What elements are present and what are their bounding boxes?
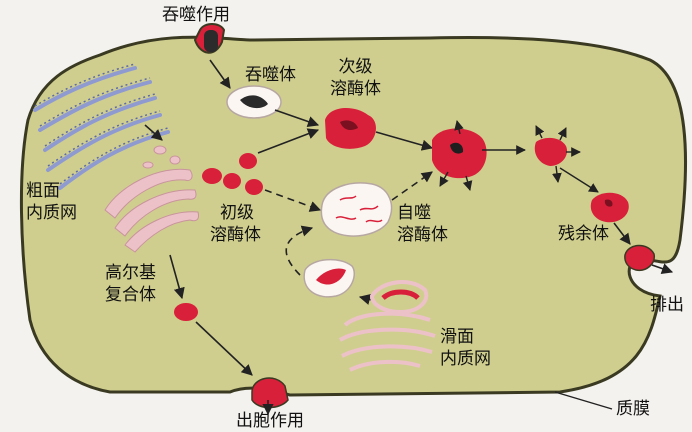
label-golgi: 高尔基 复合体 (105, 262, 156, 306)
label-phagocytosis: 吞噬作用 (162, 4, 230, 26)
label-exocytosis: 出胞作用 (236, 410, 304, 432)
label-secondary-lysosome: 次级 溶酶体 (330, 56, 381, 100)
engulfing-vesicle (304, 260, 354, 297)
secretory-vesicle (174, 303, 198, 321)
digesting-lysosome (432, 128, 487, 178)
phagosome (227, 86, 281, 118)
label-residual-body: 残余体 (558, 223, 609, 245)
label-excretion: 排出 (650, 294, 684, 316)
label-plasma-membrane: 质膜 (616, 398, 650, 420)
label-phagosome: 吞噬体 (245, 64, 296, 86)
autophagosome (321, 183, 391, 236)
excretion-site (625, 245, 654, 270)
exocytosis-site (252, 378, 288, 407)
label-smooth-er: 滑面 内质网 (440, 326, 491, 370)
label-rough-er: 粗面 内质网 (26, 180, 77, 224)
label-primary-lysosome: 初级 溶酶体 (210, 202, 261, 246)
label-autophagosome: 自噬 溶酶体 (397, 202, 448, 246)
